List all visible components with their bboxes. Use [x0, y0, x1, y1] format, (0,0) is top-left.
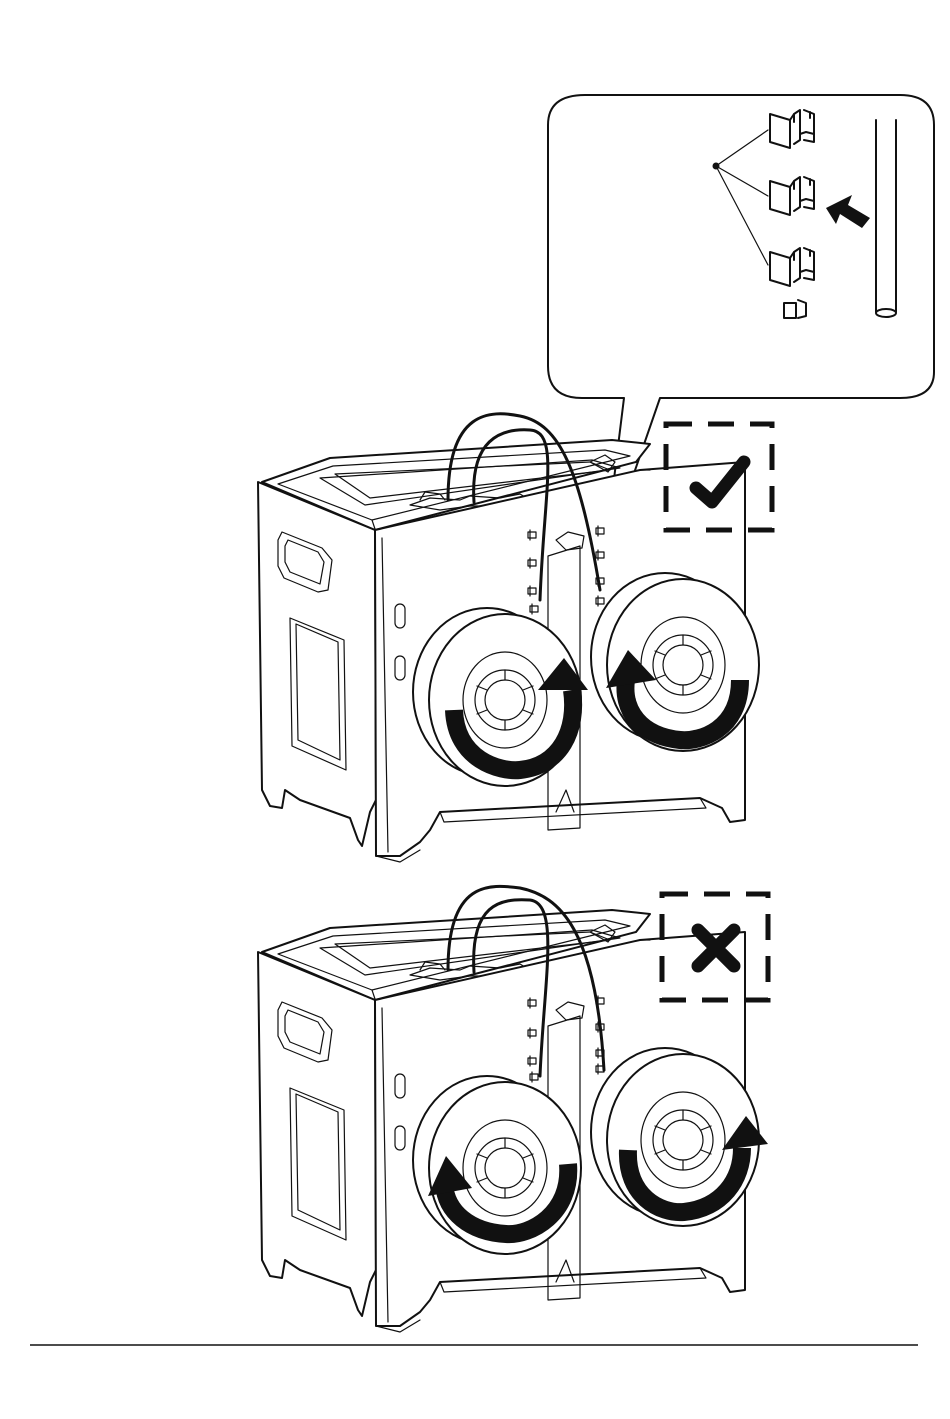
figure-incorrect-installation — [258, 886, 768, 1332]
arrow-icon — [826, 195, 870, 228]
clip-icon — [770, 110, 814, 148]
guide-rod-icon — [876, 120, 896, 317]
small-clip-icon — [784, 300, 806, 318]
callout-parts — [713, 110, 897, 318]
clip-icon — [770, 248, 814, 286]
clip-icon — [770, 177, 814, 215]
figure-correct-installation — [258, 414, 772, 862]
